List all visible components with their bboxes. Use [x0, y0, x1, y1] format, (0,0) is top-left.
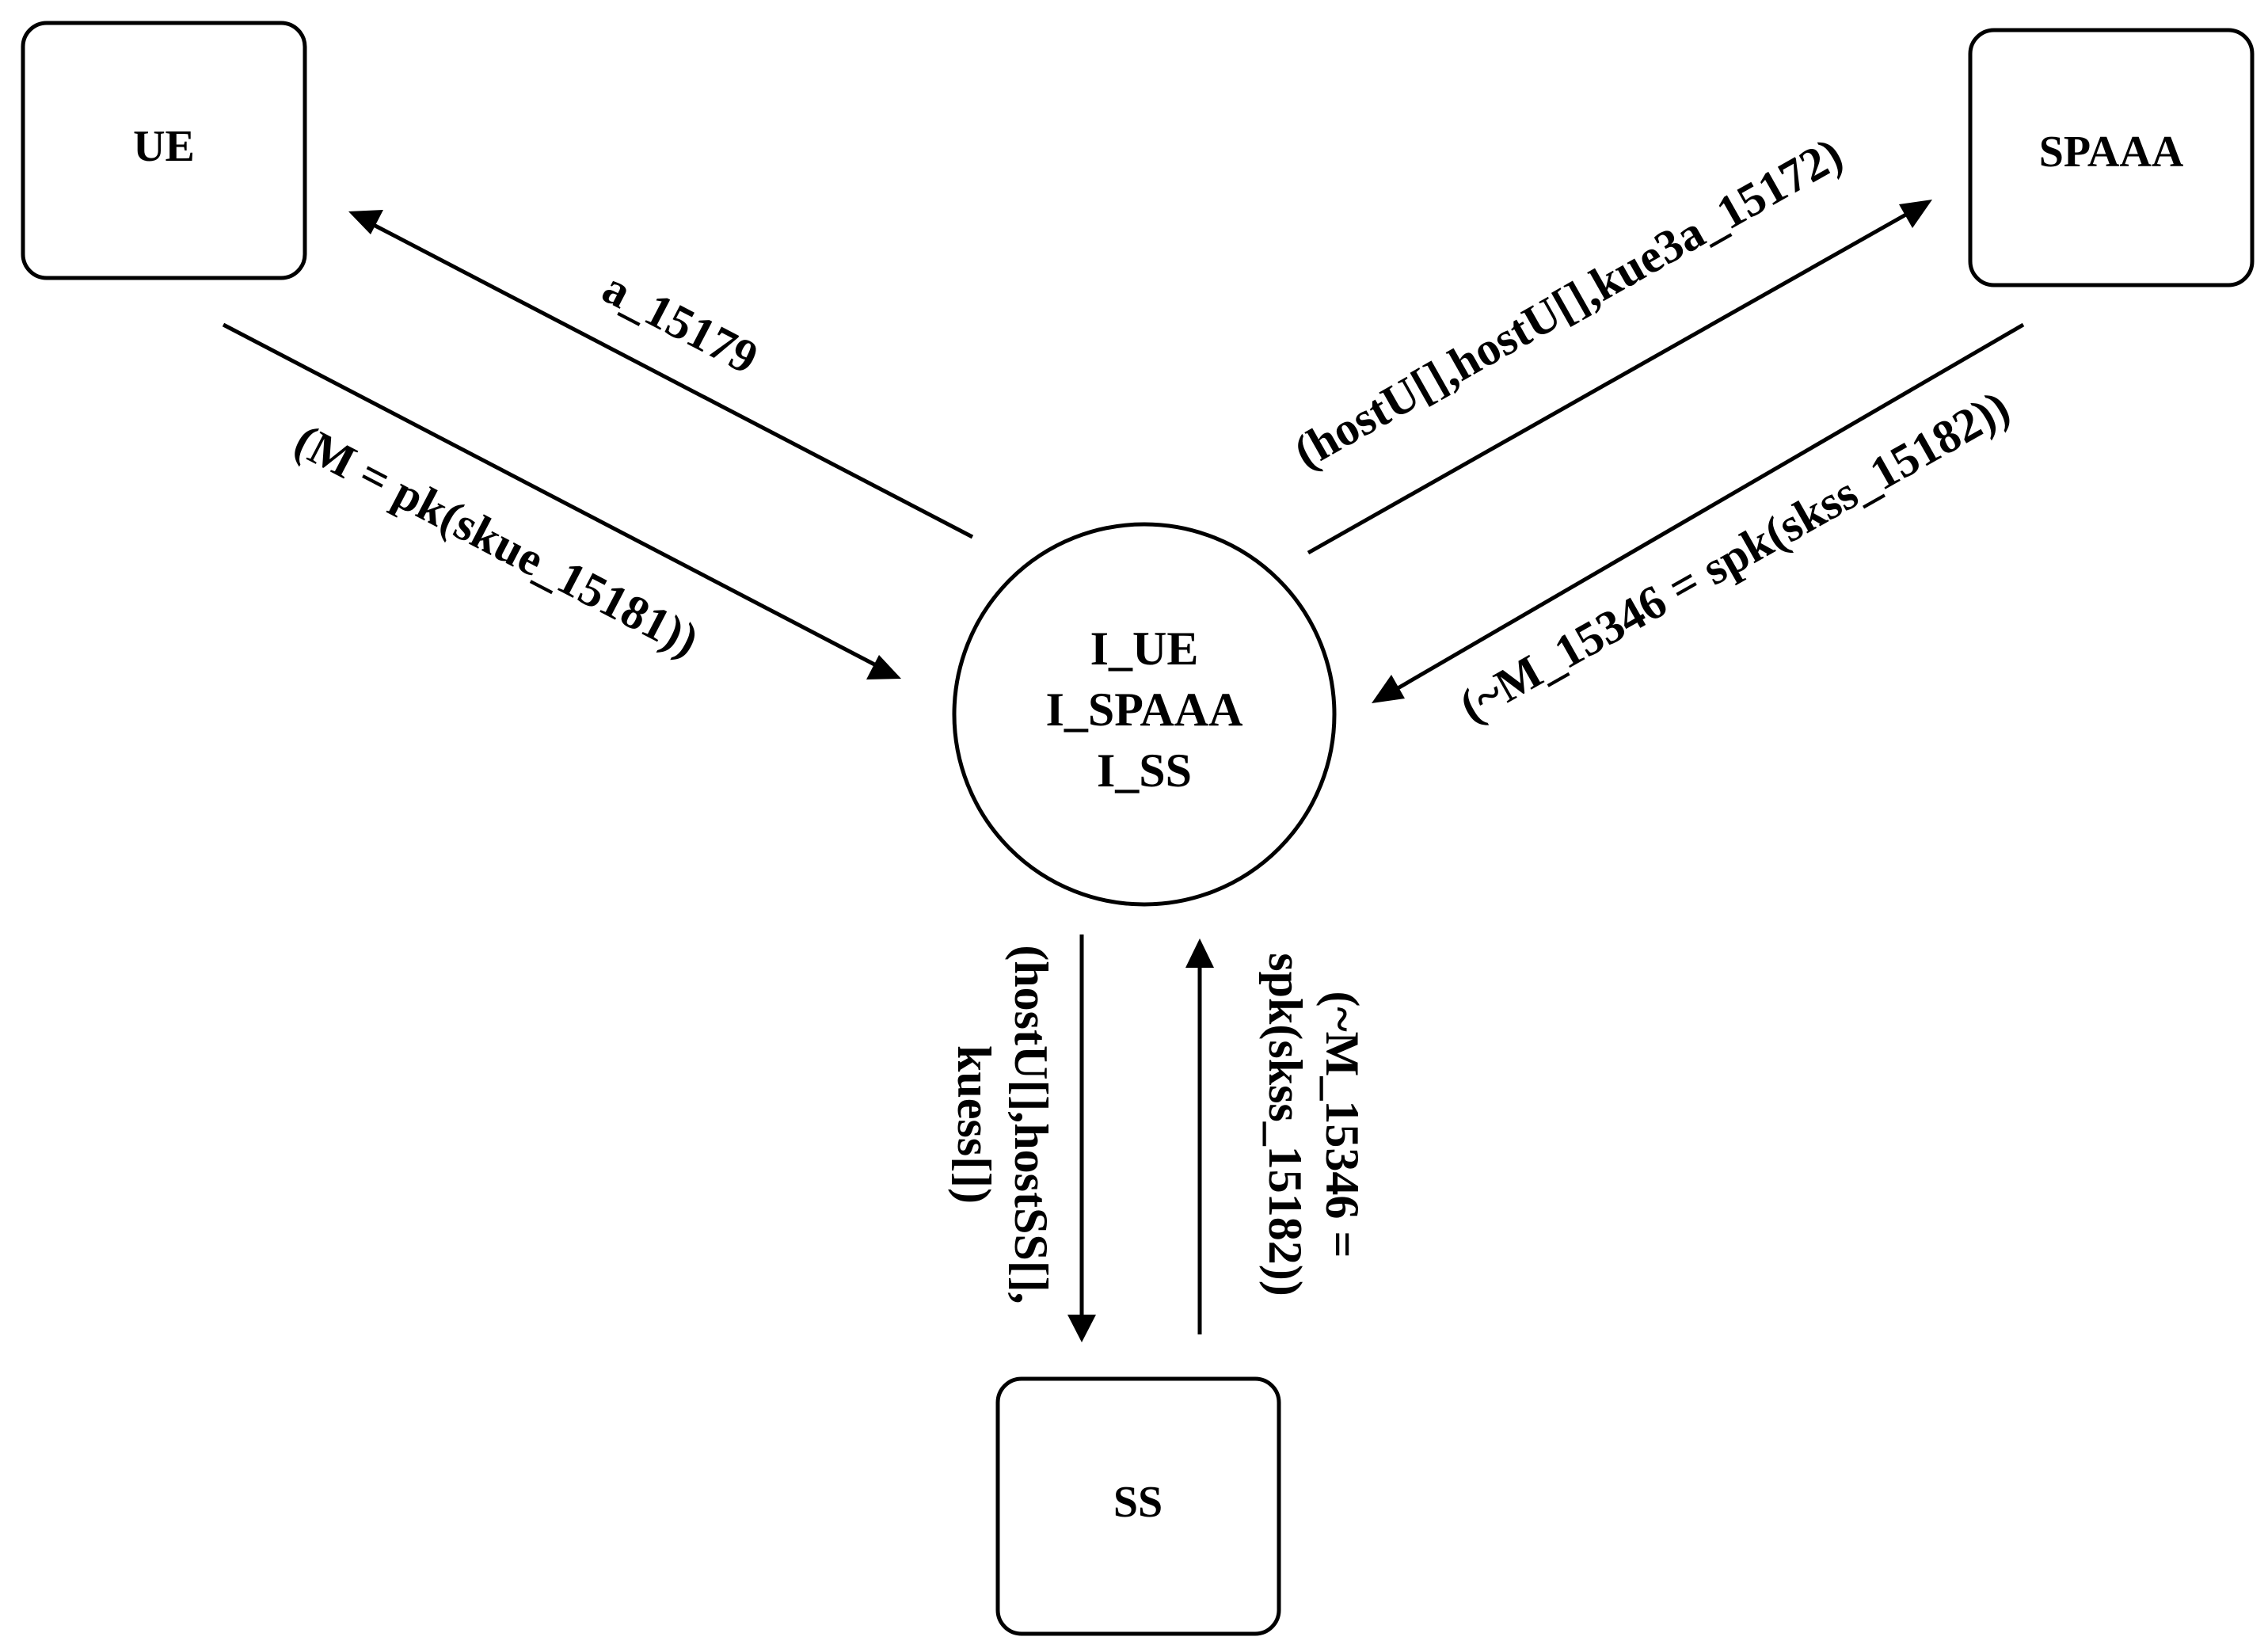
edge-label-a-15179: a_15179: [595, 261, 767, 385]
edge-intruder-to-ss: (hostU[],hostSS[], kuess[]): [948, 934, 1096, 1342]
node-ss: SS: [995, 1376, 1281, 1636]
node-spaaa-label: SPAAA: [2039, 128, 2184, 177]
edge-label-m15346-ss-line1: (~M_15346 =: [1316, 991, 1368, 1258]
edge-ue-to-intruder: (M = pk(skue_15181)): [222, 322, 901, 679]
edge-label-m-pk-skue: (M = pk(skue_15181)): [287, 414, 707, 667]
intruder-label-ue: I_UE: [1090, 622, 1199, 675]
node-intruder: I_UE I_SPAAA I_SS: [952, 522, 1337, 907]
edge-label-m15346-spk-spaaa: (~M_15346 = spk(skss_15182)): [1451, 380, 2018, 732]
edge-label-hostu-kue3a: (hostU[],hostU[],kue3a_15172): [1285, 128, 1851, 478]
arrowhead-to-intruder-from-ss: [1185, 938, 1214, 968]
node-ss-label: SS: [1113, 1478, 1163, 1527]
intruder-label-spaaa: I_SPAAA: [1046, 683, 1243, 736]
edge-label-hostu-hostss-line1: (hostU[],hostSS[],: [1005, 945, 1057, 1304]
arrowhead-to-spaaa: [1899, 200, 1932, 228]
edge-label-hostu-hostss-line2: kuess[]): [948, 1045, 1000, 1204]
node-ue: UE: [21, 21, 307, 280]
node-ue-label: UE: [133, 122, 195, 171]
arrowhead-to-intruder-from-spaaa: [1372, 675, 1405, 703]
edge-label-m15346-ss-line2: spk(skss_15182)): [1259, 953, 1311, 1296]
arrowhead-to-ue: [348, 210, 383, 234]
edge-ss-to-intruder: (~M_15346 = spk(skss_15182)): [1185, 938, 1368, 1334]
arrowhead-to-ss: [1067, 1315, 1096, 1342]
arrowhead-to-intruder-from-ue: [866, 655, 901, 679]
node-spaaa: SPAAA: [1968, 28, 2255, 287]
intruder-label-ss: I_SS: [1097, 744, 1192, 797]
